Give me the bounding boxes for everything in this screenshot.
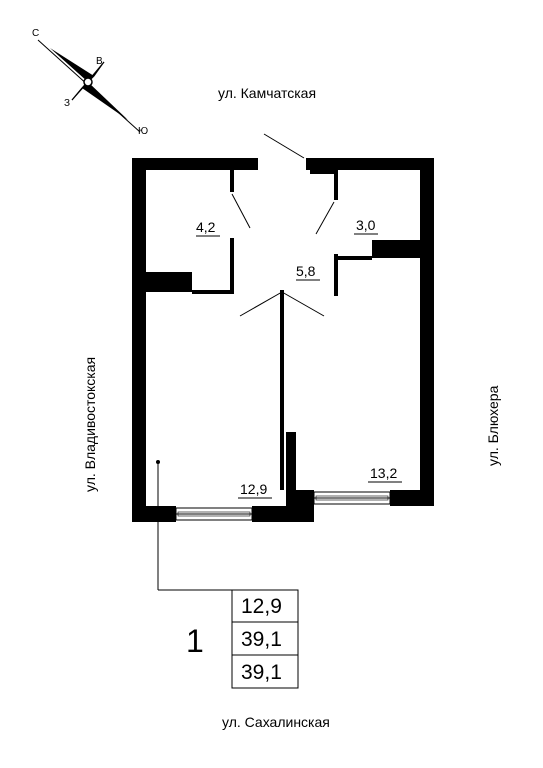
summary-table	[158, 589, 299, 689]
area-with-balcony-cell: 39,1	[241, 661, 282, 684]
room-area-right: 13,2	[368, 465, 402, 483]
leader-line	[156, 460, 160, 590]
svg-text:12,9: 12,9	[240, 481, 267, 497]
street-east: ул. Блюхера	[485, 385, 501, 466]
street-west: ул. Владивостокская	[82, 357, 98, 492]
interior-walls	[146, 170, 420, 490]
compass-east-label: В	[96, 56, 103, 67]
total-area-cell: 39,1	[241, 628, 282, 651]
street-north: ул. Камчатская	[218, 85, 316, 101]
rooms-count: 1	[186, 623, 204, 659]
street-south: ул. Сахалинская	[222, 714, 330, 730]
svg-text:4,2: 4,2	[196, 219, 216, 235]
room-area-bathroom-left: 4,2	[196, 219, 220, 237]
compass-west-label: З	[64, 98, 70, 109]
compass-north-label: С	[32, 28, 39, 39]
svg-text:3,0: 3,0	[356, 217, 376, 233]
living-area-cell: 12,9	[241, 595, 282, 618]
doors	[231, 133, 335, 317]
compass-rose-icon: С В З Ю	[32, 28, 148, 137]
room-area-bathroom-right: 3,0	[354, 217, 378, 235]
compass-south-label: Ю	[138, 126, 148, 137]
room-area-hallway: 5,8	[296, 263, 320, 281]
svg-text:13,2: 13,2	[370, 465, 397, 481]
window-right	[313, 491, 391, 505]
window-left	[175, 507, 253, 521]
room-area-left: 12,9	[238, 481, 272, 499]
exterior-walls	[132, 158, 434, 522]
svg-text:5,8: 5,8	[296, 263, 316, 279]
